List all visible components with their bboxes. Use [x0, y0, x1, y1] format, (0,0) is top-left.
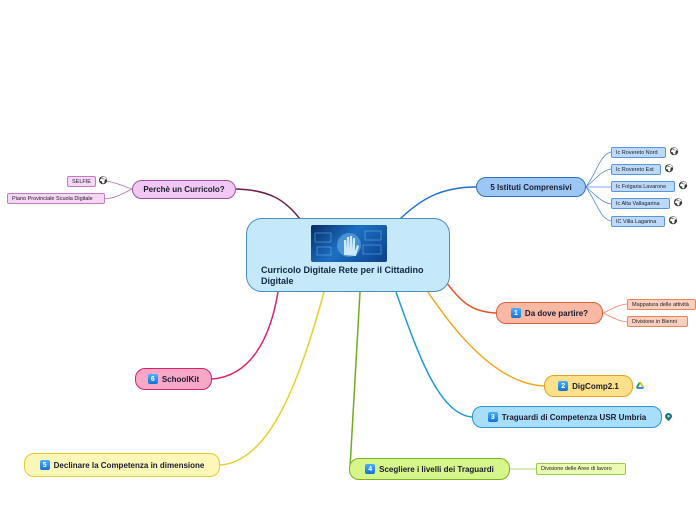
globe-icon[interactable]: 🌍︎	[664, 164, 675, 173]
branch-digcomp[interactable]: 2 DigComp2.1	[544, 375, 633, 397]
globe-icon[interactable]: 🌍︎	[668, 216, 679, 225]
link-scegliere	[349, 291, 361, 469]
leaf-ic-rovereto-est[interactable]: Ic Rovereto Est	[611, 164, 661, 175]
number-badge: 5	[39, 460, 50, 470]
drive-icon[interactable]	[636, 382, 644, 391]
number-badge: 1	[510, 308, 521, 318]
link-digcomp	[427, 291, 545, 387]
central-topic[interactable]: Curricolo Digitale Rete per il Cittadino…	[246, 218, 450, 292]
branch-istituti-label: 5 Istituti Comprensivi	[490, 182, 572, 192]
branch-declinare[interactable]: 5 Declinare la Competenza in dimensione	[24, 453, 220, 477]
globe-icon[interactable]: 🌍︎	[673, 198, 684, 207]
link-declinare	[219, 291, 325, 466]
branch-traguardi[interactable]: 3 Traguardi di Competenza USR Umbria	[472, 406, 662, 428]
number-badge: 3	[487, 412, 498, 422]
leaf-selfie[interactable]: SELFIE	[67, 176, 96, 187]
branch-scegliere-label: Scegliere i livelli dei Traguardi	[379, 464, 494, 474]
branch-schoolkit[interactable]: 6 SchoolKit	[135, 368, 212, 390]
branch-da-dove-partire[interactable]: 1 Da dove partire?	[496, 302, 603, 324]
link-perche	[235, 188, 301, 220]
branch-dove-label: Da dove partire?	[524, 308, 589, 318]
branch-declinare-label: Declinare la Competenza in dimensione	[53, 460, 205, 470]
branch-perche[interactable]: Perchè un Curricolo?	[132, 180, 236, 199]
leaf-ic-villa-lagarina[interactable]: IC Villa Lagarina	[611, 216, 665, 227]
leaf-mappatura[interactable]: Mappatura delle attività	[627, 299, 696, 310]
link-traguardi	[395, 291, 473, 418]
branch-scegliere[interactable]: 4 Scegliere i livelli dei Traguardi	[349, 458, 510, 480]
globe-icon[interactable]: 🌍︎	[669, 147, 680, 156]
globe-icon[interactable]: 🌍︎	[98, 176, 109, 185]
branch-schoolkit-label: SchoolKit	[161, 374, 200, 384]
number-badge: 2	[558, 381, 569, 391]
branch-traguardi-label: Traguardi di Competenza USR Umbria	[501, 412, 647, 422]
branch-digcomp-label: DigComp2.1	[572, 381, 619, 391]
globe-icon[interactable]: 🌍︎	[678, 181, 689, 190]
link-istituti	[399, 186, 477, 220]
leaf-divisione-aree[interactable]: Divisione delle Aree di lavoro	[536, 463, 626, 475]
branch-istituti[interactable]: 5 Istituti Comprensivi	[476, 177, 586, 197]
leaf-ic-rovereto-nord[interactable]: Ic Rovereto Nord	[611, 147, 666, 158]
number-badge: 6	[147, 374, 158, 384]
leaf-ic-folgaria-lavarone[interactable]: Ic Folgaria Lavarone	[611, 181, 675, 192]
branch-perche-label: Perchè un Curricolo?	[143, 185, 225, 194]
central-image	[311, 225, 387, 262]
leaf-divisione-bienni[interactable]: Divisione in Bienni	[627, 316, 688, 327]
number-badge: 4	[365, 464, 376, 474]
link-schoolkit	[211, 291, 279, 380]
leaf-ic-alta-vallagarina[interactable]: Ic Alta Vallagarina	[611, 198, 670, 209]
central-title: Curricolo Digitale Rete per il Cittadino…	[261, 265, 424, 286]
leaf-piano-provinciale[interactable]: Piano Provinciale Scuola Digitale	[7, 193, 105, 204]
link-dove	[445, 281, 497, 314]
map-pin-icon[interactable]	[665, 413, 672, 423]
